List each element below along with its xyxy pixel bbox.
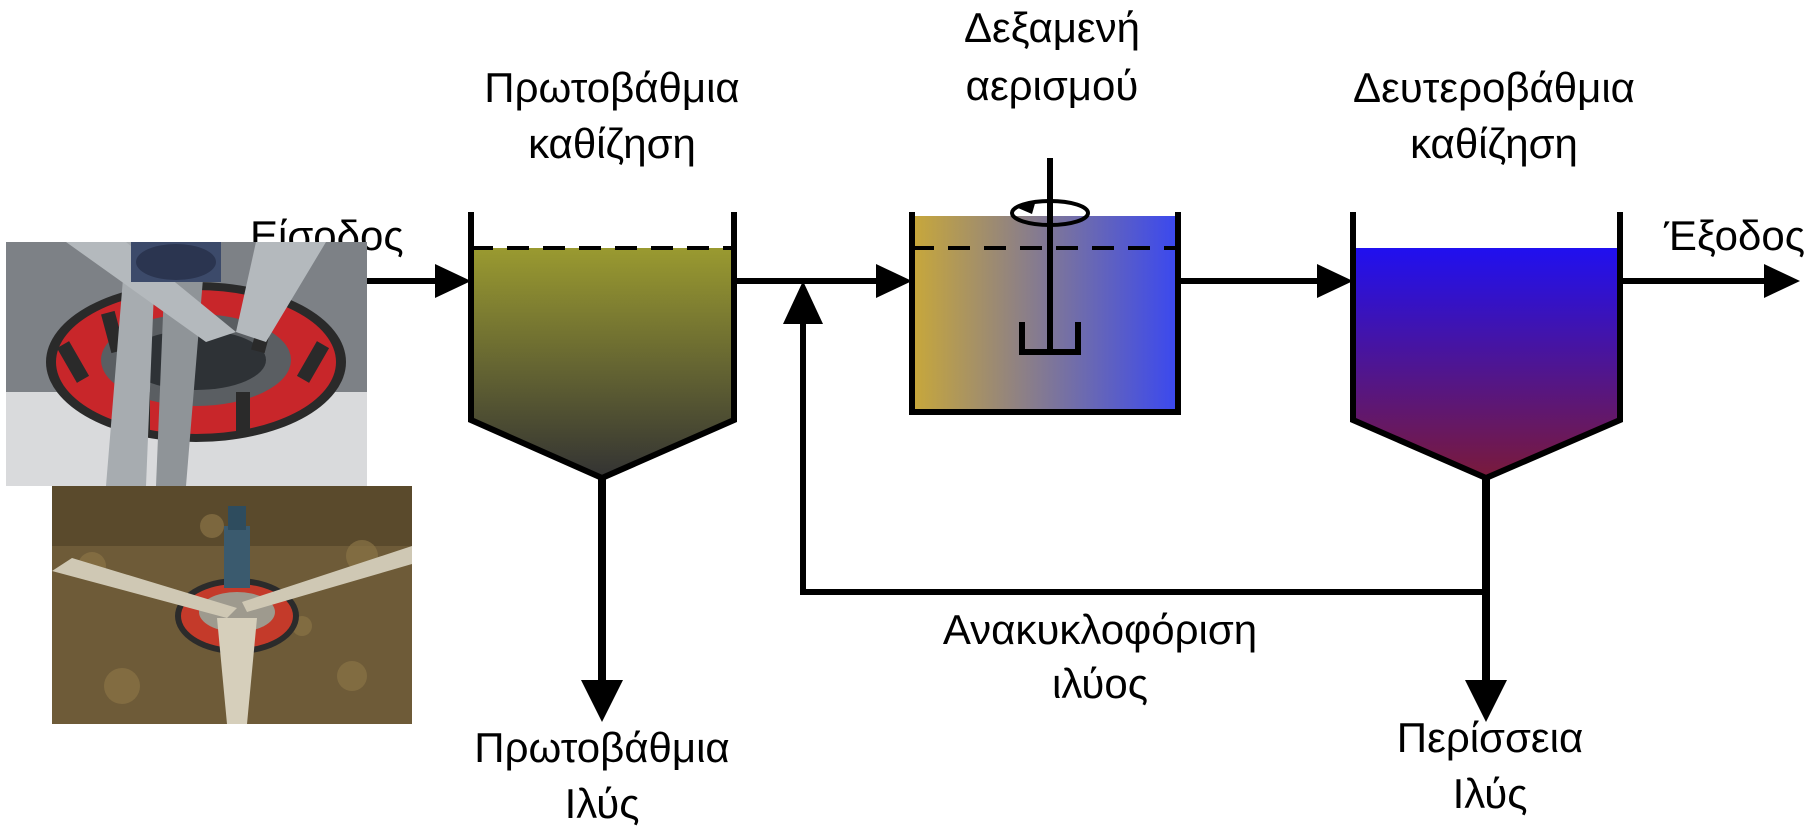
primary-clarifier-label-line1: Πρωτοβάθμια <box>484 64 739 111</box>
inlet-arrow <box>435 264 471 298</box>
primary-sludge-arrow <box>581 680 623 722</box>
mixer-icon <box>1010 158 1090 355</box>
aeration-tank-liquid <box>912 216 1178 412</box>
secondary-clarifier-label-line1: Δευτεροβάθμια <box>1353 64 1635 111</box>
recirculation-arrow <box>783 281 823 324</box>
recirculation-label-line1: Ανακυκλοφόριση <box>943 606 1257 653</box>
labels: Πρωτοβάθμια καθίζηση Δεξαμενή αερισμού Δ… <box>250 4 1805 827</box>
outlet-label: Έξοδος <box>1663 212 1805 259</box>
recirculation-line <box>800 320 1486 595</box>
secondary-clarifier <box>1350 212 1623 482</box>
aeration-to-secondary-arrow <box>1317 264 1353 298</box>
excess-sludge-arrow <box>1465 680 1507 722</box>
outlet-arrow <box>1764 264 1800 298</box>
aeration-tank-label-line1: Δεξαμενή <box>964 4 1140 51</box>
primary-clarifier-liquid <box>471 248 734 478</box>
aeration-tank-label-line2: αερισμού <box>966 62 1139 109</box>
recirculation-label-line2: ιλύος <box>1052 660 1148 707</box>
primary-sludge-label-line2: Ιλύς <box>565 780 640 827</box>
excess-sludge-label-line2: Ιλύς <box>1453 770 1528 817</box>
primary-to-aeration-arrow <box>876 264 912 298</box>
secondary-clarifier-label-line2: καθίζηση <box>1410 120 1578 167</box>
flow-lines <box>360 264 1800 722</box>
aerator-photo <box>6 242 367 486</box>
aerator-photo <box>52 486 412 724</box>
primary-sludge-label-line1: Πρωτοβάθμια <box>474 724 729 771</box>
secondary-clarifier-liquid <box>1353 248 1620 478</box>
aeration-tank <box>909 158 1181 415</box>
primary-clarifier <box>468 212 737 482</box>
excess-sludge-label-line1: Περίσσεια <box>1397 714 1583 761</box>
primary-clarifier-label-line2: καθίζηση <box>528 120 696 167</box>
aeration-tank-wall <box>909 212 1181 415</box>
